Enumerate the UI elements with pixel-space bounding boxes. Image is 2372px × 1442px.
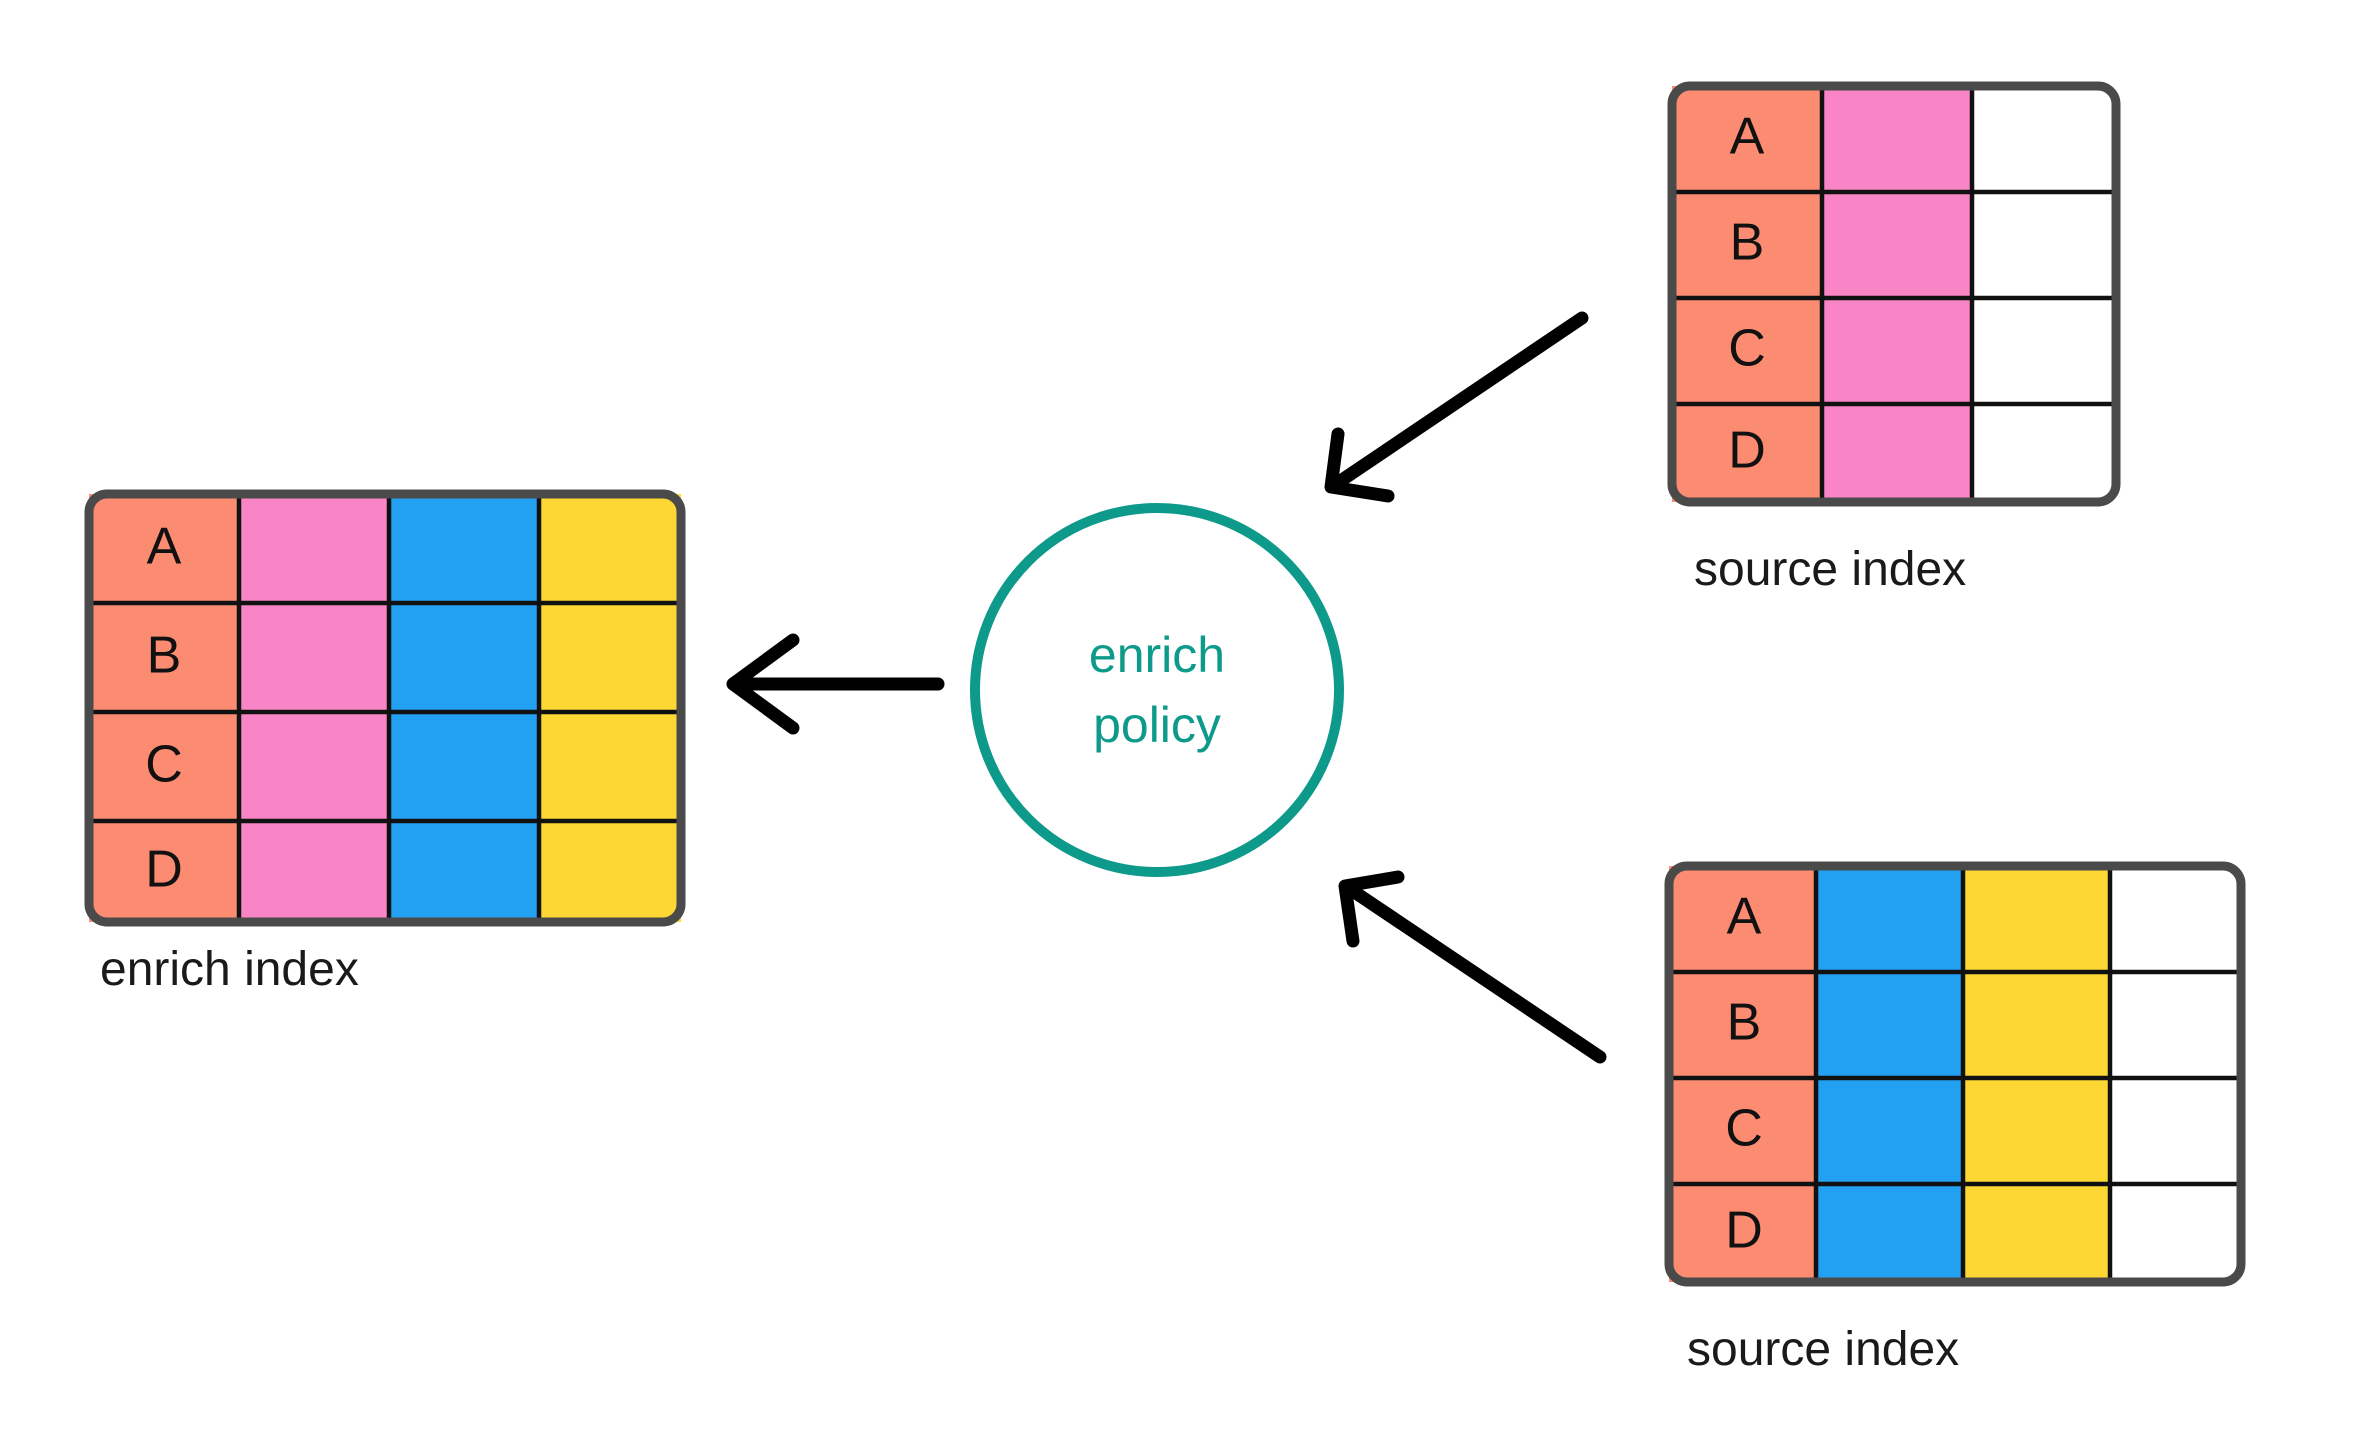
cell-pink bbox=[1822, 404, 1972, 502]
cell-pink bbox=[1822, 86, 1972, 192]
cell-key bbox=[89, 603, 239, 712]
table-gridlines bbox=[1669, 866, 2241, 1282]
cell-blue bbox=[1816, 1078, 1963, 1184]
row-label: C bbox=[145, 736, 183, 794]
cell-yellow bbox=[1963, 866, 2110, 972]
cell-empty bbox=[2110, 1078, 2241, 1184]
cell-empty bbox=[1972, 192, 2116, 298]
table-source-index-top[interactable]: A B C D source index bbox=[1667, 81, 2121, 596]
cell-pink bbox=[239, 712, 389, 821]
table-border bbox=[1667, 81, 2121, 507]
table-border bbox=[84, 489, 686, 927]
cell-key bbox=[1672, 86, 1822, 192]
cell-key bbox=[1669, 972, 1816, 1078]
arrow-bottom-source-to-policy bbox=[1338, 870, 1607, 1064]
cell-key bbox=[89, 712, 239, 821]
enrich-policy-node[interactable]: enrich policy bbox=[970, 503, 1344, 877]
policy-label-line2: policy bbox=[1093, 697, 1221, 753]
cell-blue bbox=[1816, 1184, 1963, 1282]
table-caption-source-index-top: source index bbox=[1694, 543, 1966, 596]
cell-blue bbox=[389, 494, 539, 603]
cell-blue bbox=[1816, 972, 1963, 1078]
cell-yellow bbox=[1963, 972, 2110, 1078]
cell-yellow bbox=[1963, 1078, 2110, 1184]
table-caption-enrich-index: enrich index bbox=[100, 943, 359, 996]
cell-empty bbox=[1972, 404, 2116, 502]
cell-key bbox=[1672, 298, 1822, 404]
table-border bbox=[1664, 861, 2246, 1287]
row-label: A bbox=[1730, 108, 1765, 166]
cell-empty bbox=[2110, 866, 2241, 972]
table-cells bbox=[1669, 866, 2241, 1282]
row-label: D bbox=[1725, 1202, 1763, 1260]
cell-pink bbox=[239, 494, 389, 603]
row-label: B bbox=[147, 627, 182, 685]
policy-circle[interactable] bbox=[970, 503, 1344, 877]
row-label: B bbox=[1730, 214, 1765, 272]
cell-key bbox=[1672, 404, 1822, 502]
table-cells bbox=[89, 494, 681, 922]
cell-blue bbox=[1816, 866, 1963, 972]
cell-pink bbox=[1822, 298, 1972, 404]
cell-key bbox=[89, 821, 239, 922]
policy-label-line1: enrich bbox=[1089, 627, 1225, 683]
table-caption-source-index-bottom: source index bbox=[1687, 1323, 1959, 1376]
cell-yellow bbox=[539, 494, 681, 603]
cell-pink bbox=[1822, 192, 1972, 298]
row-label: D bbox=[1728, 422, 1766, 480]
table-cells bbox=[1672, 86, 2116, 502]
arrow-policy-to-enrich-index bbox=[726, 633, 945, 735]
cell-key bbox=[1672, 192, 1822, 298]
cell-key bbox=[89, 494, 239, 603]
row-label: D bbox=[145, 841, 183, 899]
cell-key bbox=[1669, 1078, 1816, 1184]
cell-empty bbox=[1972, 298, 2116, 404]
row-label: B bbox=[1727, 994, 1762, 1052]
cell-yellow bbox=[539, 821, 681, 922]
cell-yellow bbox=[539, 712, 681, 821]
table-source-index-bottom[interactable]: A B C D source index bbox=[1664, 861, 2246, 1376]
table-gridlines bbox=[89, 494, 681, 922]
arrow-top-source-to-policy bbox=[1324, 311, 1589, 503]
cell-key bbox=[1669, 866, 1816, 972]
cell-pink bbox=[239, 821, 389, 922]
cell-yellow bbox=[1963, 1184, 2110, 1282]
cell-blue bbox=[389, 712, 539, 821]
cell-pink bbox=[239, 603, 389, 712]
cell-key bbox=[1669, 1184, 1816, 1282]
cell-empty bbox=[2110, 972, 2241, 1078]
row-label: A bbox=[1727, 888, 1762, 946]
table-enrich-index[interactable]: A B C D enrich index bbox=[84, 489, 686, 996]
cell-empty bbox=[1972, 86, 2116, 192]
cell-blue bbox=[389, 821, 539, 922]
table-gridlines bbox=[1672, 86, 2116, 502]
row-label: C bbox=[1728, 320, 1766, 378]
row-label: A bbox=[147, 518, 182, 576]
cell-empty bbox=[2110, 1184, 2241, 1282]
cell-yellow bbox=[539, 603, 681, 712]
row-label: C bbox=[1725, 1100, 1763, 1158]
cell-blue bbox=[389, 603, 539, 712]
